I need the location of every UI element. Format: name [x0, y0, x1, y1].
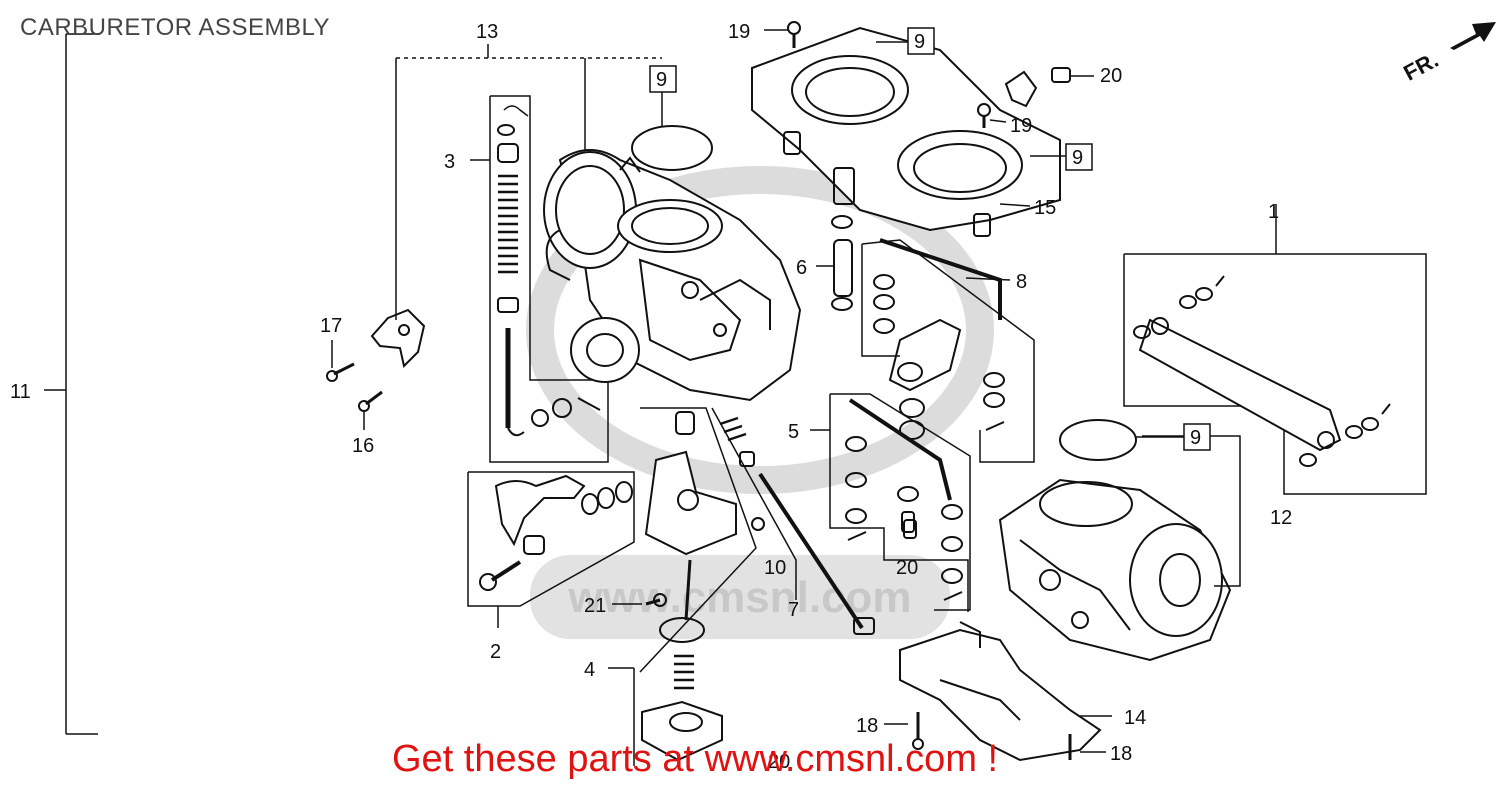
- watermark-ring-shape: [526, 166, 994, 494]
- callout-8: 8: [1016, 271, 1027, 293]
- callout-2: 2: [490, 641, 501, 663]
- choke-lever-group-2: [467, 471, 635, 628]
- carburetor-body-left: [543, 149, 802, 402]
- o-ring-9-left: [631, 92, 713, 171]
- carburetor-body-right: [998, 419, 1241, 662]
- callout-9-lower: 9: [1190, 427, 1201, 449]
- lower-plate-14: [899, 621, 1112, 762]
- callout-15: 15: [1034, 197, 1056, 219]
- front-arrow-icon: [1450, 22, 1496, 50]
- clip-and-screw-20-top: [1004, 67, 1094, 108]
- watermark: www.cmsnl.com: [526, 166, 994, 639]
- callout-5: 5: [788, 421, 799, 443]
- callout-box-9a: [649, 65, 677, 93]
- bracket-part-left: [370, 308, 426, 368]
- screw-19-top: [764, 21, 801, 48]
- callout-labels: 1 2 3 4 5 6 7 8 9 9 9 9 10 11 12 13 14 1…: [10, 21, 1292, 773]
- screw-20-center: [903, 519, 917, 539]
- screw-16: [358, 390, 383, 430]
- callout-20-top: 20: [1100, 65, 1122, 87]
- callout-20-bottom: 20: [768, 751, 790, 773]
- callout-9-right: 9: [1072, 147, 1083, 169]
- screw-18-left: [884, 712, 924, 750]
- callout-9-left: 9: [656, 69, 667, 91]
- callout-19-right: 19: [1010, 115, 1032, 137]
- throttle-link-group-5: [810, 393, 971, 612]
- promo-link[interactable]: Get these parts at www.cmsnl.com !: [392, 738, 999, 780]
- callout-13: 13: [476, 21, 498, 43]
- bracket-11: [44, 33, 100, 735]
- callout-21: 21: [584, 595, 606, 617]
- shaft-assembly-7: [711, 407, 875, 635]
- screw-17: [326, 340, 355, 382]
- callout-18-right: 18: [1110, 743, 1132, 765]
- callout-16: 16: [352, 435, 374, 457]
- front-label: FR.: [1399, 47, 1442, 86]
- screw-21: [612, 593, 667, 607]
- callout-6: 6: [796, 257, 807, 279]
- callout-11: 11: [10, 381, 31, 403]
- callout-9-top: 9: [914, 31, 925, 53]
- front-direction-indicator: FR.: [1399, 22, 1496, 86]
- callout-10: 10: [764, 557, 786, 579]
- callout-12: 12: [1270, 507, 1292, 529]
- throttle-link-bracket-1: [1123, 204, 1427, 495]
- callout-box-9c: [1065, 143, 1093, 171]
- callout-3: 3: [444, 151, 455, 173]
- valve-assembly-4: [608, 407, 757, 766]
- callout-20-center: 20: [896, 557, 918, 579]
- throttle-link-group-8: [861, 238, 1035, 463]
- callout-19-top: 19: [728, 21, 750, 43]
- callout-14: 14: [1124, 707, 1146, 729]
- watermark-banner-shape: [530, 555, 950, 639]
- callout-17: 17: [320, 315, 342, 337]
- callout-4: 4: [584, 659, 595, 681]
- callout-7: 7: [788, 599, 799, 621]
- screw-18-right: [1068, 734, 1106, 760]
- watermark-url: www.cmsnl.com: [567, 573, 911, 622]
- page-title: CARBURETOR ASSEMBLY: [20, 14, 331, 41]
- callout-box-9b: [907, 27, 935, 55]
- callout-1: 1: [1268, 201, 1279, 223]
- callout-18-left: 18: [856, 715, 878, 737]
- callout-box-9d: [1183, 423, 1211, 451]
- joint-pipe-6: [816, 215, 853, 311]
- screw-19-right: [977, 103, 1007, 128]
